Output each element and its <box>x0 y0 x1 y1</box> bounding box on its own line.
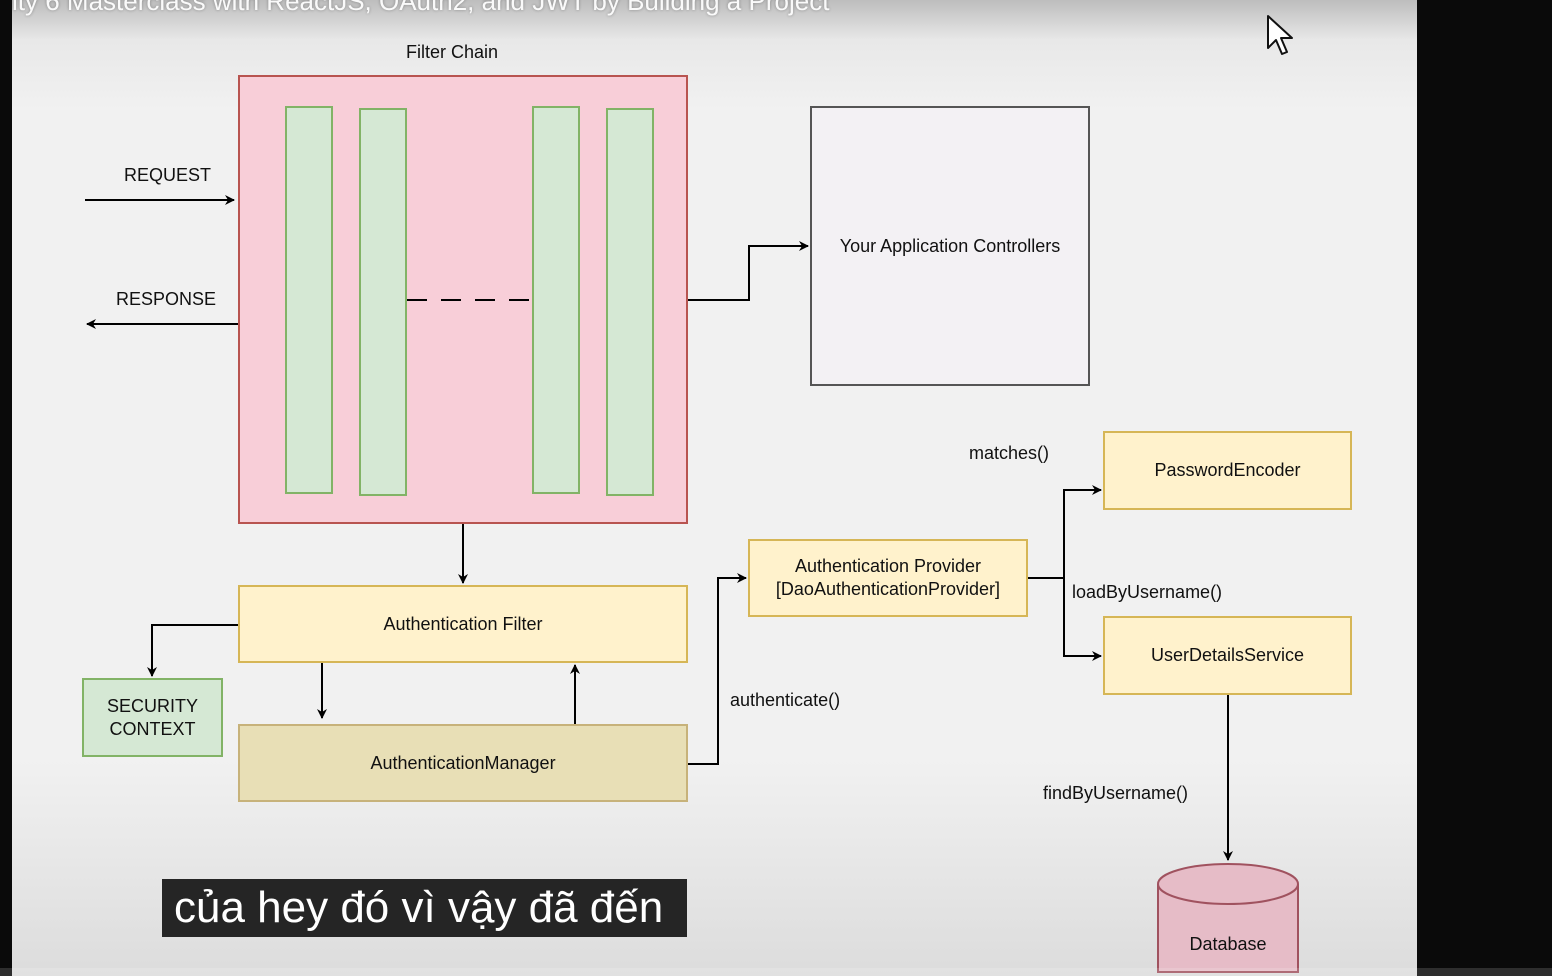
password-encoder-label: PasswordEncoder <box>1154 460 1301 480</box>
authentication-manager-box: AuthenticationManager <box>238 724 688 802</box>
video-title: ity 6 Masterclass with ReactJS, OAuth2, … <box>12 0 830 16</box>
security-context-label: SECURITY CONTEXT <box>106 695 198 739</box>
filter-3 <box>532 106 580 494</box>
filter-4 <box>606 108 654 496</box>
user-details-service-label: UserDetailsService <box>1150 645 1305 665</box>
mouse-cursor-icon <box>1267 15 1293 55</box>
authentication-provider-type: [DaoAuthenticationProvider] <box>775 579 1001 599</box>
video-progress-bar[interactable] <box>0 968 1552 976</box>
find-by-username-label: findByUsername() <box>1043 783 1189 803</box>
authentication-provider-box: Authentication Provider [DaoAuthenticati… <box>748 539 1028 617</box>
filter-1 <box>285 106 333 494</box>
authentication-filter-box: Authentication Filter <box>238 585 688 663</box>
user-details-service-box: UserDetailsService <box>1103 616 1352 695</box>
load-by-username-label: loadByUsername() <box>1072 582 1223 602</box>
letterbox-right <box>1417 0 1552 976</box>
request-label: REQUEST <box>124 165 212 185</box>
authentication-manager-label: AuthenticationManager <box>370 752 556 773</box>
database-label: Database <box>1189 934 1267 954</box>
filter-2 <box>359 108 407 496</box>
matches-label: matches() <box>969 443 1050 463</box>
authentication-filter-label: Authentication Filter <box>383 613 543 634</box>
video-subtitle-caption: của hey đó vì vậy đã đến <box>162 879 688 937</box>
security-context-box: SECURITY CONTEXT <box>82 678 223 757</box>
authentication-provider-label: Authentication Provider <box>794 556 982 576</box>
response-label: RESPONSE <box>116 289 217 309</box>
authenticate-label: authenticate() <box>730 690 841 710</box>
app-controllers-label: Your Application Controllers <box>839 235 1061 256</box>
password-encoder-box: PasswordEncoder <box>1103 431 1352 510</box>
filter-chain-label: Filter Chain <box>406 42 499 62</box>
app-controllers-box: Your Application Controllers <box>810 106 1090 386</box>
database-icon <box>1157 863 1299 973</box>
